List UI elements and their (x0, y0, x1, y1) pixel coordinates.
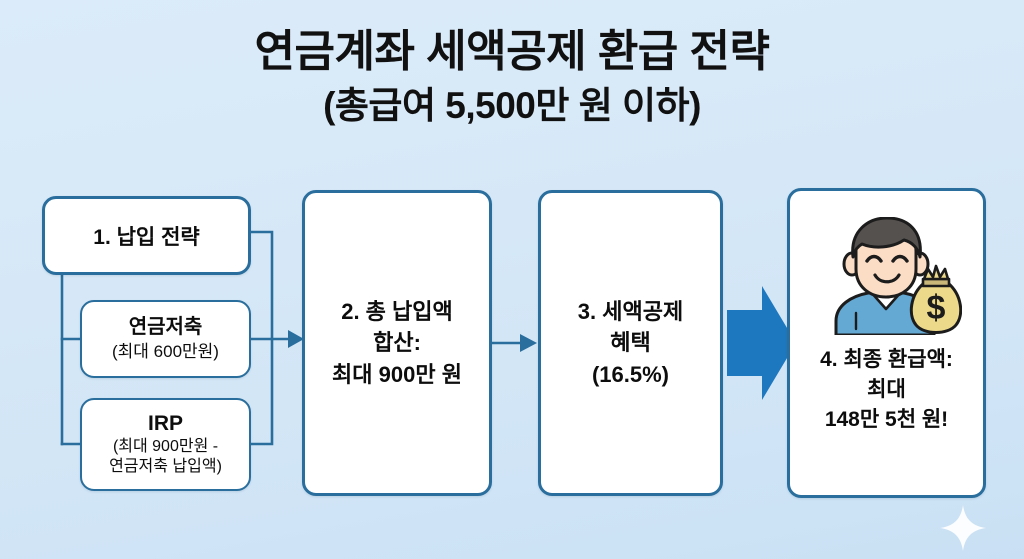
title-line-1: 연금계좌 세액공제 환급 전략 (254, 27, 770, 76)
step4-line-1: 4. 최종 환급액: (820, 348, 953, 371)
node-step2-total-contribution[interactable]: 2. 총 납입액 합산: 최대 900만 원 (302, 190, 492, 496)
title-line-2: (총급여 5,500만 원 이하) (323, 84, 701, 126)
node-step3-tax-deduction[interactable]: 3. 세액공제 혜택 (16.5%) (538, 190, 723, 496)
node-step4-final-refund[interactable]: $ 4. 최종 환급액: 최대 148만 5천 원! (787, 188, 986, 498)
step4-line-3: 148만 5천 원! (824, 407, 949, 431)
step4-line-2: 최대 (867, 377, 906, 401)
step3-line-3: (16.5%) (591, 361, 670, 387)
sparkle-icon (940, 505, 986, 551)
step1-label: 1. 납입 전략 (93, 225, 200, 249)
svg-text:$: $ (926, 289, 945, 327)
step2-line-1: 2. 총 납입액 (341, 299, 453, 325)
connector-irp-right (249, 337, 274, 446)
pension-detail: (최대 600만원) (112, 341, 219, 361)
step3-line-2: 혜택 (610, 330, 651, 356)
irp-detail-line-2: 연금저축 납입액) (109, 458, 222, 476)
pension-name: 연금저축 (128, 315, 203, 338)
person-money-bag-icon: $ (834, 217, 962, 335)
page-title: 연금계좌 세액공제 환급 전략 (총급여 5,500만 원 이하) (0, 26, 1024, 128)
node-step1-strategy[interactable]: 1. 납입 전략 (42, 196, 251, 275)
step2-line-3: 최대 900만 원 (332, 361, 462, 387)
connector-box1-right (249, 230, 274, 341)
step2-line-2: 합산: (373, 330, 421, 356)
node-irp[interactable]: IRP (최대 900만원 - 연금저축 납입액) (80, 398, 251, 491)
irp-name: IRP (147, 412, 183, 436)
step3-line-1: 3. 세액공제 (577, 299, 684, 325)
small-right-arrow-icon-box3 (520, 334, 537, 352)
big-right-arrow-icon (727, 286, 796, 400)
node-pension-savings[interactable]: 연금저축 (최대 600만원) (80, 300, 251, 378)
irp-detail-line-1: (최대 900만원 - (112, 437, 219, 455)
